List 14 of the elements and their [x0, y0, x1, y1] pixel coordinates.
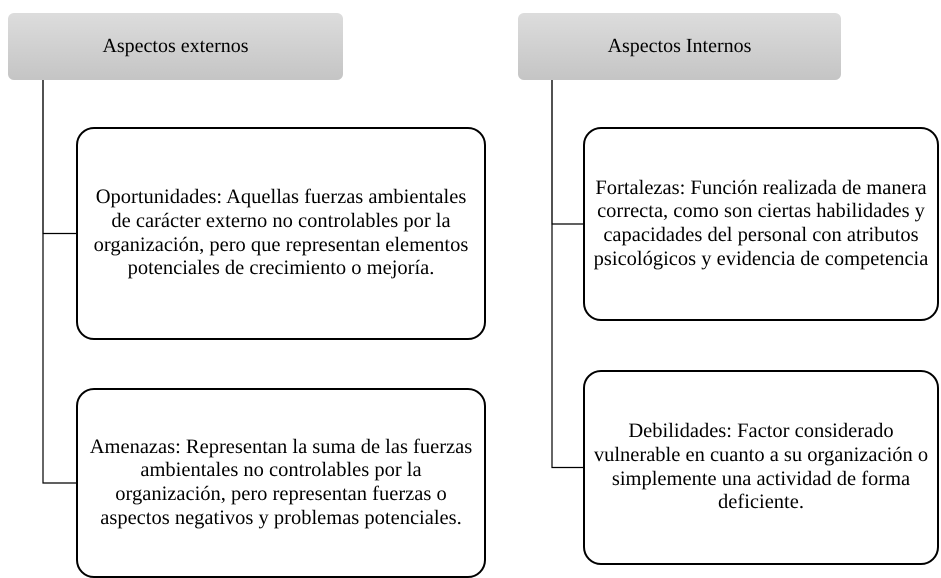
connector-line	[551, 80, 583, 468]
box-text: Aspectos externos	[102, 35, 249, 58]
header-box	[8, 13, 343, 80]
box-text: Debilidades: Factor considerado vulnerable en cuanto a su organización o simplemente una actividad de forma deficiente.	[593, 420, 929, 515]
text-box	[583, 127, 939, 321]
text-box	[76, 388, 486, 578]
header-box	[518, 13, 841, 80]
text-box	[76, 127, 486, 340]
connector-line	[42, 80, 76, 484]
box-text: Aspectos Internos	[608, 35, 752, 58]
box-text: Fortalezas: Función realizada de manera correcta, como son ciertas habilidades y capacidades del personal con atributos psicológicos y evidencia de competencia	[593, 176, 929, 272]
box-text: Oportunidades: Aquellas fuerzas ambientales de carácter externo no controlables por la organización, pero que representan elementos potenciales de crecimiento o mejoría.	[92, 186, 470, 281]
box-text: Amenazas: Representan la suma de las fuerzas ambientales no controlables por la organización, pero representan fuerzas o aspectos negativos y problemas potenciales.	[88, 436, 474, 530]
text-box	[583, 370, 939, 565]
